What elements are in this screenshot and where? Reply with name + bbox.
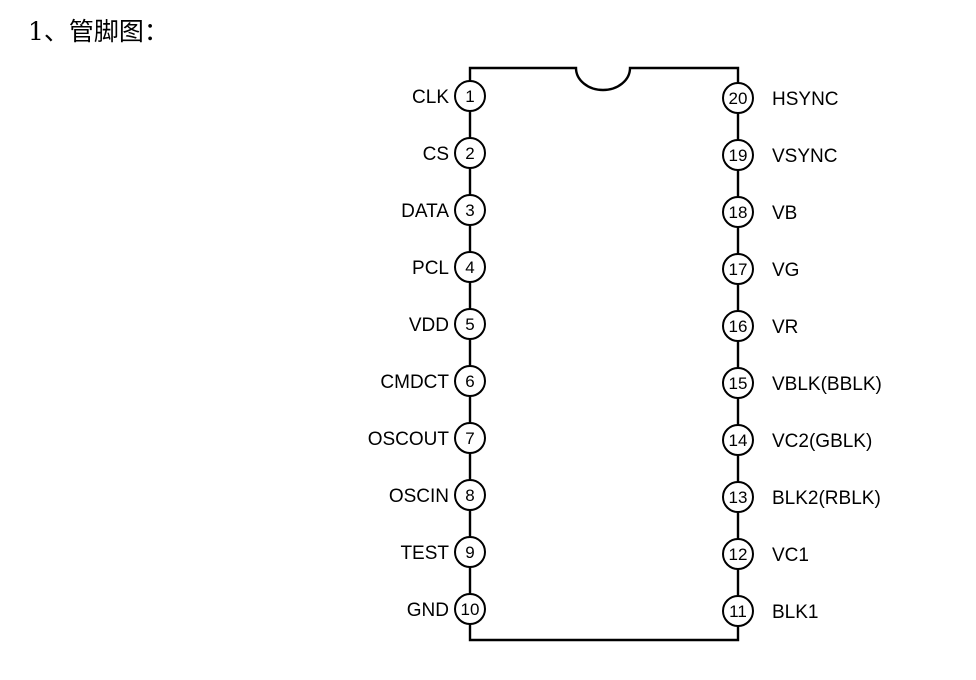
pin-8-circle bbox=[454, 479, 486, 511]
pin-2-label: CS bbox=[423, 144, 449, 165]
pin-5-circle bbox=[454, 308, 486, 340]
pin-13: 13 BLK2(RBLK) bbox=[722, 481, 881, 513]
pin-16-circle bbox=[722, 310, 754, 342]
pin-12-number: 12 bbox=[729, 545, 748, 564]
right-pin-column: 20 HSYNC 19 VSYNC 18 VB 17 VG 16 VR 15 VBLK(BBLK) 14… bbox=[722, 82, 882, 627]
pin-11-number: 11 bbox=[729, 602, 747, 621]
pin-11: 11 BLK1 bbox=[722, 595, 818, 627]
pin-13-label: BLK2(RBLK) bbox=[772, 488, 881, 509]
pin-4: 4 PCL bbox=[412, 251, 486, 283]
pin-16-label: VR bbox=[772, 317, 798, 338]
pin-7-number: 7 bbox=[465, 429, 474, 448]
pin-14: 14 VC2(GBLK) bbox=[722, 424, 872, 456]
pin-19-label: VSYNC bbox=[772, 146, 837, 167]
pin-1-circle bbox=[454, 80, 486, 112]
pin-18: 18 VB bbox=[722, 196, 797, 228]
pin-16-number: 16 bbox=[729, 317, 748, 336]
pin-11-circle bbox=[722, 595, 754, 627]
pin-18-number: 18 bbox=[729, 203, 748, 222]
left-pin-column: 1 CLK 2 CS 3 DATA 4 PCL 5 VDD 6 CMDCT 7 OSCOUT 8 OSCIN 9… bbox=[368, 80, 486, 625]
pin-19: 19 VSYNC bbox=[722, 139, 837, 171]
page-title: 1、管脚图： bbox=[28, 17, 169, 46]
pin-6-circle bbox=[454, 365, 486, 397]
pin-9-label: TEST bbox=[400, 543, 449, 564]
pin-3: 3 DATA bbox=[401, 194, 486, 226]
pin-20: 20 HSYNC bbox=[722, 82, 839, 114]
pin-10-label: GND bbox=[407, 600, 449, 621]
pin-17: 17 VG bbox=[722, 253, 799, 285]
pin-8-number: 8 bbox=[465, 486, 474, 505]
pin-14-circle bbox=[722, 424, 754, 456]
chip-body bbox=[468, 66, 740, 642]
pin-2: 2 CS bbox=[423, 137, 486, 169]
pin-4-circle bbox=[454, 251, 486, 283]
pin-4-number: 4 bbox=[465, 258, 474, 277]
pin-13-number: 13 bbox=[729, 488, 748, 507]
pin-20-circle bbox=[722, 82, 754, 114]
pin-6-label: CMDCT bbox=[380, 372, 449, 393]
pin-8: 8 OSCIN bbox=[389, 479, 486, 511]
pin-19-number: 19 bbox=[729, 146, 748, 165]
pin-9-number: 9 bbox=[465, 543, 474, 562]
pin-12: 12 VC1 bbox=[722, 538, 809, 570]
pin-9-circle bbox=[454, 536, 486, 568]
pin-15-circle bbox=[722, 367, 754, 399]
pin-12-circle bbox=[722, 538, 754, 570]
pin-1-number: 1 bbox=[465, 87, 474, 106]
pin-20-label: HSYNC bbox=[772, 89, 839, 110]
pin-16: 16 VR bbox=[722, 310, 798, 342]
pin-9: 9 TEST bbox=[400, 536, 486, 568]
pin-2-circle bbox=[454, 137, 486, 169]
pin-18-circle bbox=[722, 196, 754, 228]
pin-15-label: VBLK(BBLK) bbox=[772, 374, 882, 395]
pin-19-circle bbox=[722, 139, 754, 171]
pin-6: 6 CMDCT bbox=[380, 365, 486, 397]
pin-14-number: 14 bbox=[729, 431, 748, 450]
pin-18-label: VB bbox=[772, 203, 797, 224]
pin-13-circle bbox=[722, 481, 754, 513]
pin-14-label: VC2(GBLK) bbox=[772, 431, 872, 452]
pin-12-label: VC1 bbox=[772, 545, 809, 566]
pin-8-label: OSCIN bbox=[389, 486, 449, 507]
pin-17-label: VG bbox=[772, 260, 799, 281]
pin-17-circle bbox=[722, 253, 754, 285]
pin-15-number: 15 bbox=[729, 374, 748, 393]
pin-2-number: 2 bbox=[465, 144, 474, 163]
pin-11-label: BLK1 bbox=[772, 602, 818, 623]
pin-6-number: 6 bbox=[465, 372, 474, 391]
pin-17-number: 17 bbox=[729, 260, 748, 279]
pin-1-label: CLK bbox=[412, 87, 449, 108]
pin-3-label: DATA bbox=[401, 201, 449, 222]
pin-10: 10 GND bbox=[407, 593, 486, 625]
pin-7-label: OSCOUT bbox=[368, 429, 450, 450]
pin-7-circle bbox=[454, 422, 486, 454]
pin-5-number: 5 bbox=[465, 315, 474, 334]
pin-1: 1 CLK bbox=[412, 80, 486, 112]
pin-15: 15 VBLK(BBLK) bbox=[722, 367, 882, 399]
pin-7: 7 OSCOUT bbox=[368, 422, 486, 454]
pin-3-circle bbox=[454, 194, 486, 226]
pin-20-number: 20 bbox=[729, 89, 748, 108]
pin-5-label: VDD bbox=[409, 315, 449, 336]
pin-10-circle bbox=[454, 593, 486, 625]
pin-5: 5 VDD bbox=[409, 308, 486, 340]
pin-4-label: PCL bbox=[412, 258, 449, 279]
pin-10-number: 10 bbox=[461, 600, 480, 619]
pin-3-number: 3 bbox=[465, 201, 474, 220]
